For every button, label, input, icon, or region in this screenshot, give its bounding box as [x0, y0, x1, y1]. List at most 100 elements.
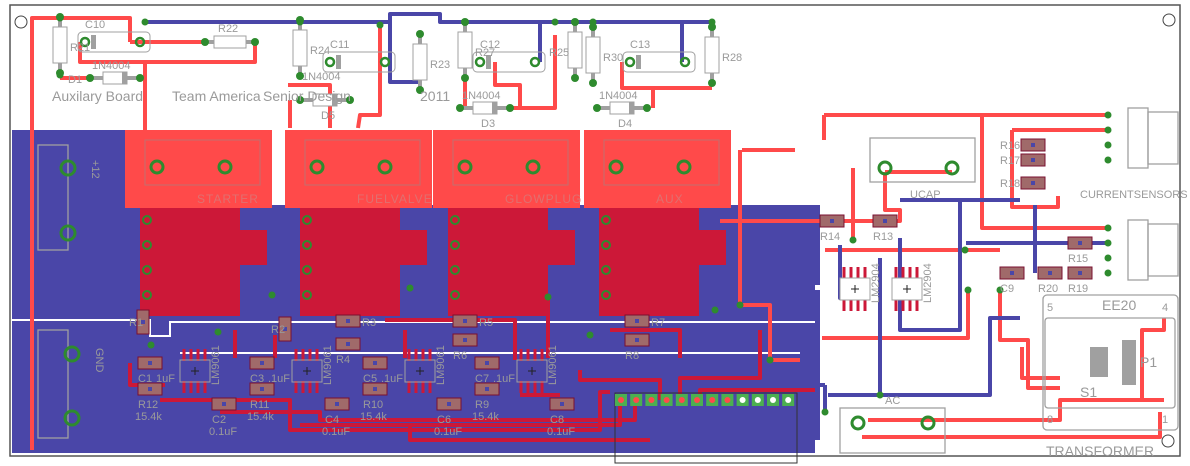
component-r6[interactable] [452, 333, 478, 347]
component-ref: R17 [1000, 155, 1020, 167]
component-r25[interactable] [567, 18, 583, 82]
via [1104, 224, 1112, 232]
primary-label: P1 [1140, 354, 1157, 370]
component-r4[interactable] [335, 337, 361, 351]
component-ref: R24 [310, 45, 330, 57]
via [461, 18, 469, 26]
via [821, 408, 829, 416]
component-r10[interactable] [362, 382, 388, 396]
ic-lm2904[interactable] [891, 267, 923, 311]
component-r14[interactable] [819, 214, 845, 228]
mounting-hole-icon [1162, 13, 1176, 27]
component-r19[interactable] [1067, 266, 1093, 280]
component-d5[interactable] [296, 93, 354, 107]
ic-lm9061[interactable] [179, 349, 211, 393]
year-text: 2011 [420, 88, 450, 104]
header-pin[interactable] [675, 394, 688, 406]
component-c5[interactable] [362, 356, 388, 370]
header-pin[interactable] [645, 394, 658, 406]
component-c4[interactable] [324, 397, 350, 411]
ic-lm2904[interactable] [839, 267, 871, 311]
component-c6[interactable] [436, 397, 462, 411]
header-pin[interactable] [751, 394, 764, 406]
ac-label: AC [885, 395, 900, 407]
header-pin[interactable] [691, 394, 703, 406]
component-c11[interactable] [322, 51, 396, 73]
power-pad[interactable] [59, 159, 77, 177]
component-r8[interactable] [624, 333, 650, 347]
via [1104, 269, 1112, 277]
header-pin[interactable] [721, 394, 734, 406]
header-pin[interactable] [615, 394, 627, 406]
board-titles: Auxilary Board Team America Senior Desig… [52, 88, 450, 104]
header-pin[interactable] [767, 394, 779, 406]
via [589, 18, 597, 26]
component-c8[interactable] [549, 397, 575, 411]
component-r22[interactable] [201, 35, 259, 49]
component-ref: R19 [1068, 283, 1088, 295]
component-r3[interactable] [335, 314, 361, 328]
component-r16[interactable] [1020, 138, 1046, 152]
component-r2[interactable] [278, 316, 292, 342]
component-r5[interactable] [452, 314, 478, 328]
header-pin[interactable] [630, 394, 643, 406]
component-ref: R23 [430, 59, 450, 71]
via [961, 246, 969, 254]
component-c10[interactable] [77, 31, 151, 53]
component-r15[interactable] [1067, 236, 1093, 250]
component-r11[interactable] [249, 382, 275, 396]
power-pad[interactable] [59, 224, 77, 242]
component-c1[interactable] [137, 356, 163, 370]
relay-glowplug: GLOWPLUG [433, 130, 581, 316]
component-c2[interactable] [211, 397, 237, 411]
component-r9[interactable] [474, 382, 500, 396]
component-ref: R15 [1068, 253, 1088, 265]
component-c12[interactable] [472, 51, 546, 73]
component-r13[interactable] [872, 214, 898, 228]
component-r17[interactable] [1020, 153, 1046, 167]
via [1104, 156, 1112, 164]
component-c9[interactable] [999, 266, 1025, 280]
current-sensors-label: CURRENTSENSORS [1080, 189, 1188, 201]
component-d1[interactable] [86, 71, 144, 85]
header-pin[interactable] [706, 394, 719, 406]
component-c3[interactable] [249, 356, 275, 370]
relay-starter: STARTER [125, 130, 272, 316]
component-ref: C10 [85, 19, 105, 31]
component-ref: R11 [250, 399, 269, 411]
component-d3[interactable] [456, 101, 514, 115]
component-ref: R25 [549, 47, 569, 59]
ic-lm9061[interactable] [516, 349, 548, 393]
ic-lm9061[interactable] [404, 349, 436, 393]
component-c13[interactable] [622, 51, 696, 73]
component-r12[interactable] [137, 382, 163, 396]
component-r7[interactable] [624, 314, 650, 328]
component-r28[interactable] [704, 23, 720, 87]
component-ref: D1 [68, 74, 82, 86]
component-value: .1uF [268, 373, 290, 385]
gnd-pad[interactable] [63, 409, 81, 427]
component-r18[interactable] [1020, 176, 1046, 190]
component-d4[interactable] [593, 101, 651, 115]
relay-fuelvalve: FUELVALVE [285, 130, 433, 316]
via [1104, 254, 1112, 262]
component-r30[interactable] [585, 23, 601, 87]
component-r23[interactable] [412, 30, 428, 94]
component-ref: R22 [218, 23, 238, 35]
component-c7[interactable] [474, 356, 500, 370]
component-ref: R10 [363, 399, 383, 411]
component-r20[interactable] [1037, 266, 1063, 280]
component-r1[interactable] [136, 309, 150, 335]
component-ref: C5 [363, 373, 377, 385]
ic-lm9061[interactable] [291, 349, 323, 393]
gnd-pad[interactable] [63, 345, 81, 363]
header-pin[interactable] [660, 394, 673, 406]
header-pin[interactable] [736, 394, 749, 406]
component-value: .1uF [381, 373, 403, 385]
header-pin[interactable] [782, 394, 795, 406]
component-ref: R14 [820, 231, 840, 243]
current-sensor-connectors: CURRENTSENSORS [1080, 107, 1188, 281]
ucap-label: UCAP [910, 189, 941, 201]
relay-label: FUELVALVE [357, 192, 433, 206]
